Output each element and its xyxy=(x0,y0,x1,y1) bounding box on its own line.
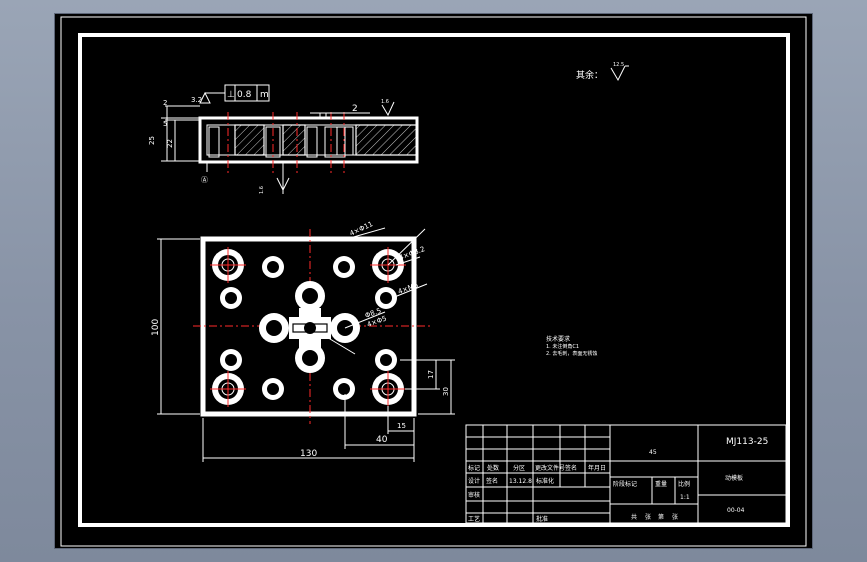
inner-frame xyxy=(78,33,790,527)
dim-width: 130 xyxy=(300,449,317,459)
plan-dimensions: 130 100 40 15 30 17 xyxy=(151,238,455,462)
material: 45 xyxy=(649,449,657,456)
svg-text:分区: 分区 xyxy=(513,464,525,472)
svg-text:张: 张 xyxy=(672,513,678,521)
finish-bottom: 1.6 xyxy=(259,186,265,194)
roughness-label: 其余： xyxy=(576,69,603,81)
tech-req-line-1: 1. 未注倒角C1 xyxy=(546,343,579,350)
corner-hole-br xyxy=(370,371,406,407)
flatness-tolerance-frame: ⊥ 0.8 m 3.2 xyxy=(191,84,270,104)
outer-frame xyxy=(60,16,807,547)
tech-req-line-2: 2. 去毛刺，表面无锈蚀 xyxy=(546,350,597,357)
svg-text:共: 共 xyxy=(631,513,637,521)
dim-25: 25 xyxy=(148,136,156,145)
svg-text:更改文件号: 更改文件号 xyxy=(535,464,565,472)
svg-text:签名: 签名 xyxy=(565,464,577,472)
tol-datum: m xyxy=(260,90,269,100)
finish-left: 3.2 xyxy=(191,96,202,104)
svg-text:13.12.8: 13.12.8 xyxy=(509,478,532,485)
svg-text:阶段标记: 阶段标记 xyxy=(613,480,637,488)
title-block: 标记 处数 分区 更改文件号 签名 年月日 设计 签名 13.12.8 标准化 … xyxy=(465,424,787,524)
tech-requirements: 技术要求 1. 未注倒角C1 2. 去毛刺，表面无锈蚀 xyxy=(546,335,597,357)
center-cavity xyxy=(259,281,360,373)
dim-40: 40 xyxy=(376,435,388,445)
cad-viewport[interactable]: 其余： 12.5 ⊥ 0.8 m 3.2 2 25 22 5 xyxy=(55,14,812,548)
svg-text:处数: 处数 xyxy=(487,464,499,472)
dim-30: 30 xyxy=(442,387,450,396)
svg-text:工艺: 工艺 xyxy=(468,515,480,523)
datum-a: Ⓐ xyxy=(201,176,208,184)
svg-text:第: 第 xyxy=(658,513,664,521)
dim-2-right: 2 xyxy=(352,104,358,114)
dim-2-top: 2 xyxy=(163,99,167,107)
drawing-name: MJ113-25 xyxy=(726,437,768,447)
tol-symbol: ⊥ xyxy=(227,90,235,100)
svg-text:年月日: 年月日 xyxy=(588,464,606,472)
dim-height: 100 xyxy=(151,319,161,336)
section-view: ⊥ 0.8 m 3.2 2 25 22 5 xyxy=(148,84,419,194)
scale: 1:1 xyxy=(680,494,690,501)
svg-text:签名: 签名 xyxy=(486,477,498,485)
corner-hole-tl xyxy=(210,247,246,283)
tech-req-title: 技术要求 xyxy=(546,335,570,343)
svg-text:重量: 重量 xyxy=(655,480,667,488)
dim-5: 5 xyxy=(163,120,167,128)
svg-text:批准: 批准 xyxy=(536,515,548,523)
hole-callouts: 4×Φ11 4×Φ8.2 4×M6 Φ8.5 4×Φ5 xyxy=(324,220,428,355)
svg-text:标准化: 标准化 xyxy=(536,477,554,485)
roughness-note: 其余： 12.5 xyxy=(576,62,629,82)
svg-text:张: 张 xyxy=(645,513,651,521)
dim-22: 22 xyxy=(166,139,174,148)
svg-text:1.6: 1.6 xyxy=(381,99,389,105)
svg-text:标记: 标记 xyxy=(468,464,480,472)
svg-text:设计: 设计 xyxy=(468,477,480,485)
tol-value: 0.8 xyxy=(237,90,252,100)
medium-holes xyxy=(220,256,397,400)
drawing-number: 00-04 xyxy=(727,507,745,514)
corner-hole-bl xyxy=(210,371,246,407)
svg-text:比例: 比例 xyxy=(678,480,690,488)
part-name: 动模板 xyxy=(725,474,743,482)
drawing-canvas: 其余： 12.5 ⊥ 0.8 m 3.2 2 25 22 5 xyxy=(60,16,807,547)
dim-17: 17 xyxy=(427,370,435,379)
dim-15: 15 xyxy=(397,422,406,430)
roughness-value: 12.5 xyxy=(613,62,624,68)
finish-right: 1.6 xyxy=(381,99,395,117)
svg-text:审核: 审核 xyxy=(468,491,480,499)
plan-view: 4×Φ11 4×Φ8.2 4×M6 Φ8.5 4×Φ5 130 100 40 xyxy=(151,220,455,462)
